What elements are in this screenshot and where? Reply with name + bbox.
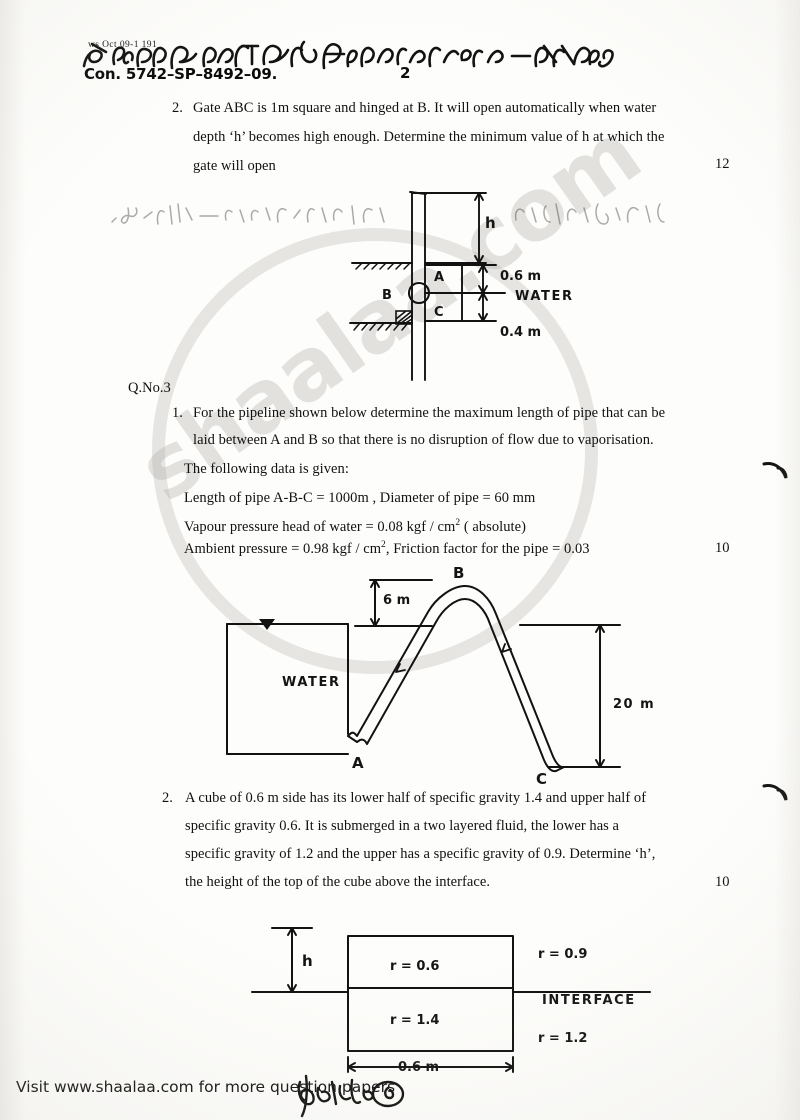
q3-2-line-4: the height of the top of the cube above … [185,874,491,890]
question-2-line-2: depth ‘h’ becomes high enough. Determine… [193,129,665,145]
gate-label-c: C [434,305,444,320]
submerged-cube-diagram: h r = 0.6 r = 1.4 0.6 m r = 0.9 INTERFAC… [251,927,651,1075]
siphon-label-water: WATER [282,675,341,690]
gate-abc-diagram: A B C h 0.6 m 0.4 m WATER [349,191,574,381]
question-2-number: 2. [172,100,183,116]
gate-dim-lower: 0.4 m [500,325,541,340]
footer-text: Visit www.shaalaa.com for more question … [16,1078,396,1096]
q3-1-marks: 10 [715,540,730,556]
page-number: 2 [400,64,411,82]
margin-hook-mark-upper [762,462,788,479]
scan-edge-left [0,0,26,1120]
header-note: ws Oct 09-1 191 [88,40,158,50]
question-2-marks: 12 [715,156,730,172]
q3-2-number: 2. [162,790,173,806]
cube-upper-fluid-sg: r = 0.9 [538,947,587,962]
q3-1-data-3: Ambient pressure = 0.98 kgf / cm2, Frict… [184,540,590,557]
cube-interface-label: INTERFACE [542,993,636,1008]
cube-upper-half-sg: r = 0.6 [390,959,439,974]
gate-label-a: A [434,270,444,285]
gate-label-b: B [382,288,392,303]
scan-edge-right [774,0,800,1120]
siphon-dim-drop: 20 m [613,697,655,712]
siphon-pipeline-diagram: B A C 6 m WATER 20 m [226,564,655,788]
section-heading: Q.No.3 [128,380,171,396]
siphon-label-b: B [453,564,464,582]
siphon-label-a: A [352,754,364,772]
margin-hook-mark-lower [762,784,788,801]
siphon-dim-rise: 6 m [383,593,410,608]
exam-code: Con. 5742–SP–8492–09. [84,65,278,83]
cube-lower-fluid-sg: r = 1.2 [538,1031,587,1046]
q3-1-line-2: laid between A and B so that there is no… [193,432,654,448]
q3-1-data-1: Length of pipe A-B-C = 1000m , Diameter … [184,490,536,506]
gate-label-water: WATER [515,289,574,304]
cube-label-h: h [302,952,313,970]
cube-side-dim: 0.6 m [398,1060,439,1075]
question-2-line-1: Gate ABC is 1m square and hinged at B. I… [193,100,657,116]
cube-lower-half-sg: r = 1.4 [390,1013,439,1028]
q3-1-number: 1. [172,405,183,421]
q3-1-line-3: The following data is given: [184,461,349,477]
q3-1-line-1: For the pipeline shown below determine t… [193,405,666,421]
q3-1-data-2: Vapour pressure head of water = 0.08 kgf… [184,518,526,535]
q3-2-line-2: specific gravity 0.6. It is submerged in… [185,818,620,834]
question-2-line-3: gate will open [193,158,276,174]
siphon-label-c: C [536,770,547,788]
gate-dim-upper: 0.6 m [500,269,541,284]
q3-2-line-1: A cube of 0.6 m side has its lower half … [185,790,647,806]
gate-label-h: h [485,214,496,232]
q3-2-line-3: specific gravity of 1.2 and the upper ha… [185,846,656,862]
q3-2-marks: 10 [715,874,730,890]
